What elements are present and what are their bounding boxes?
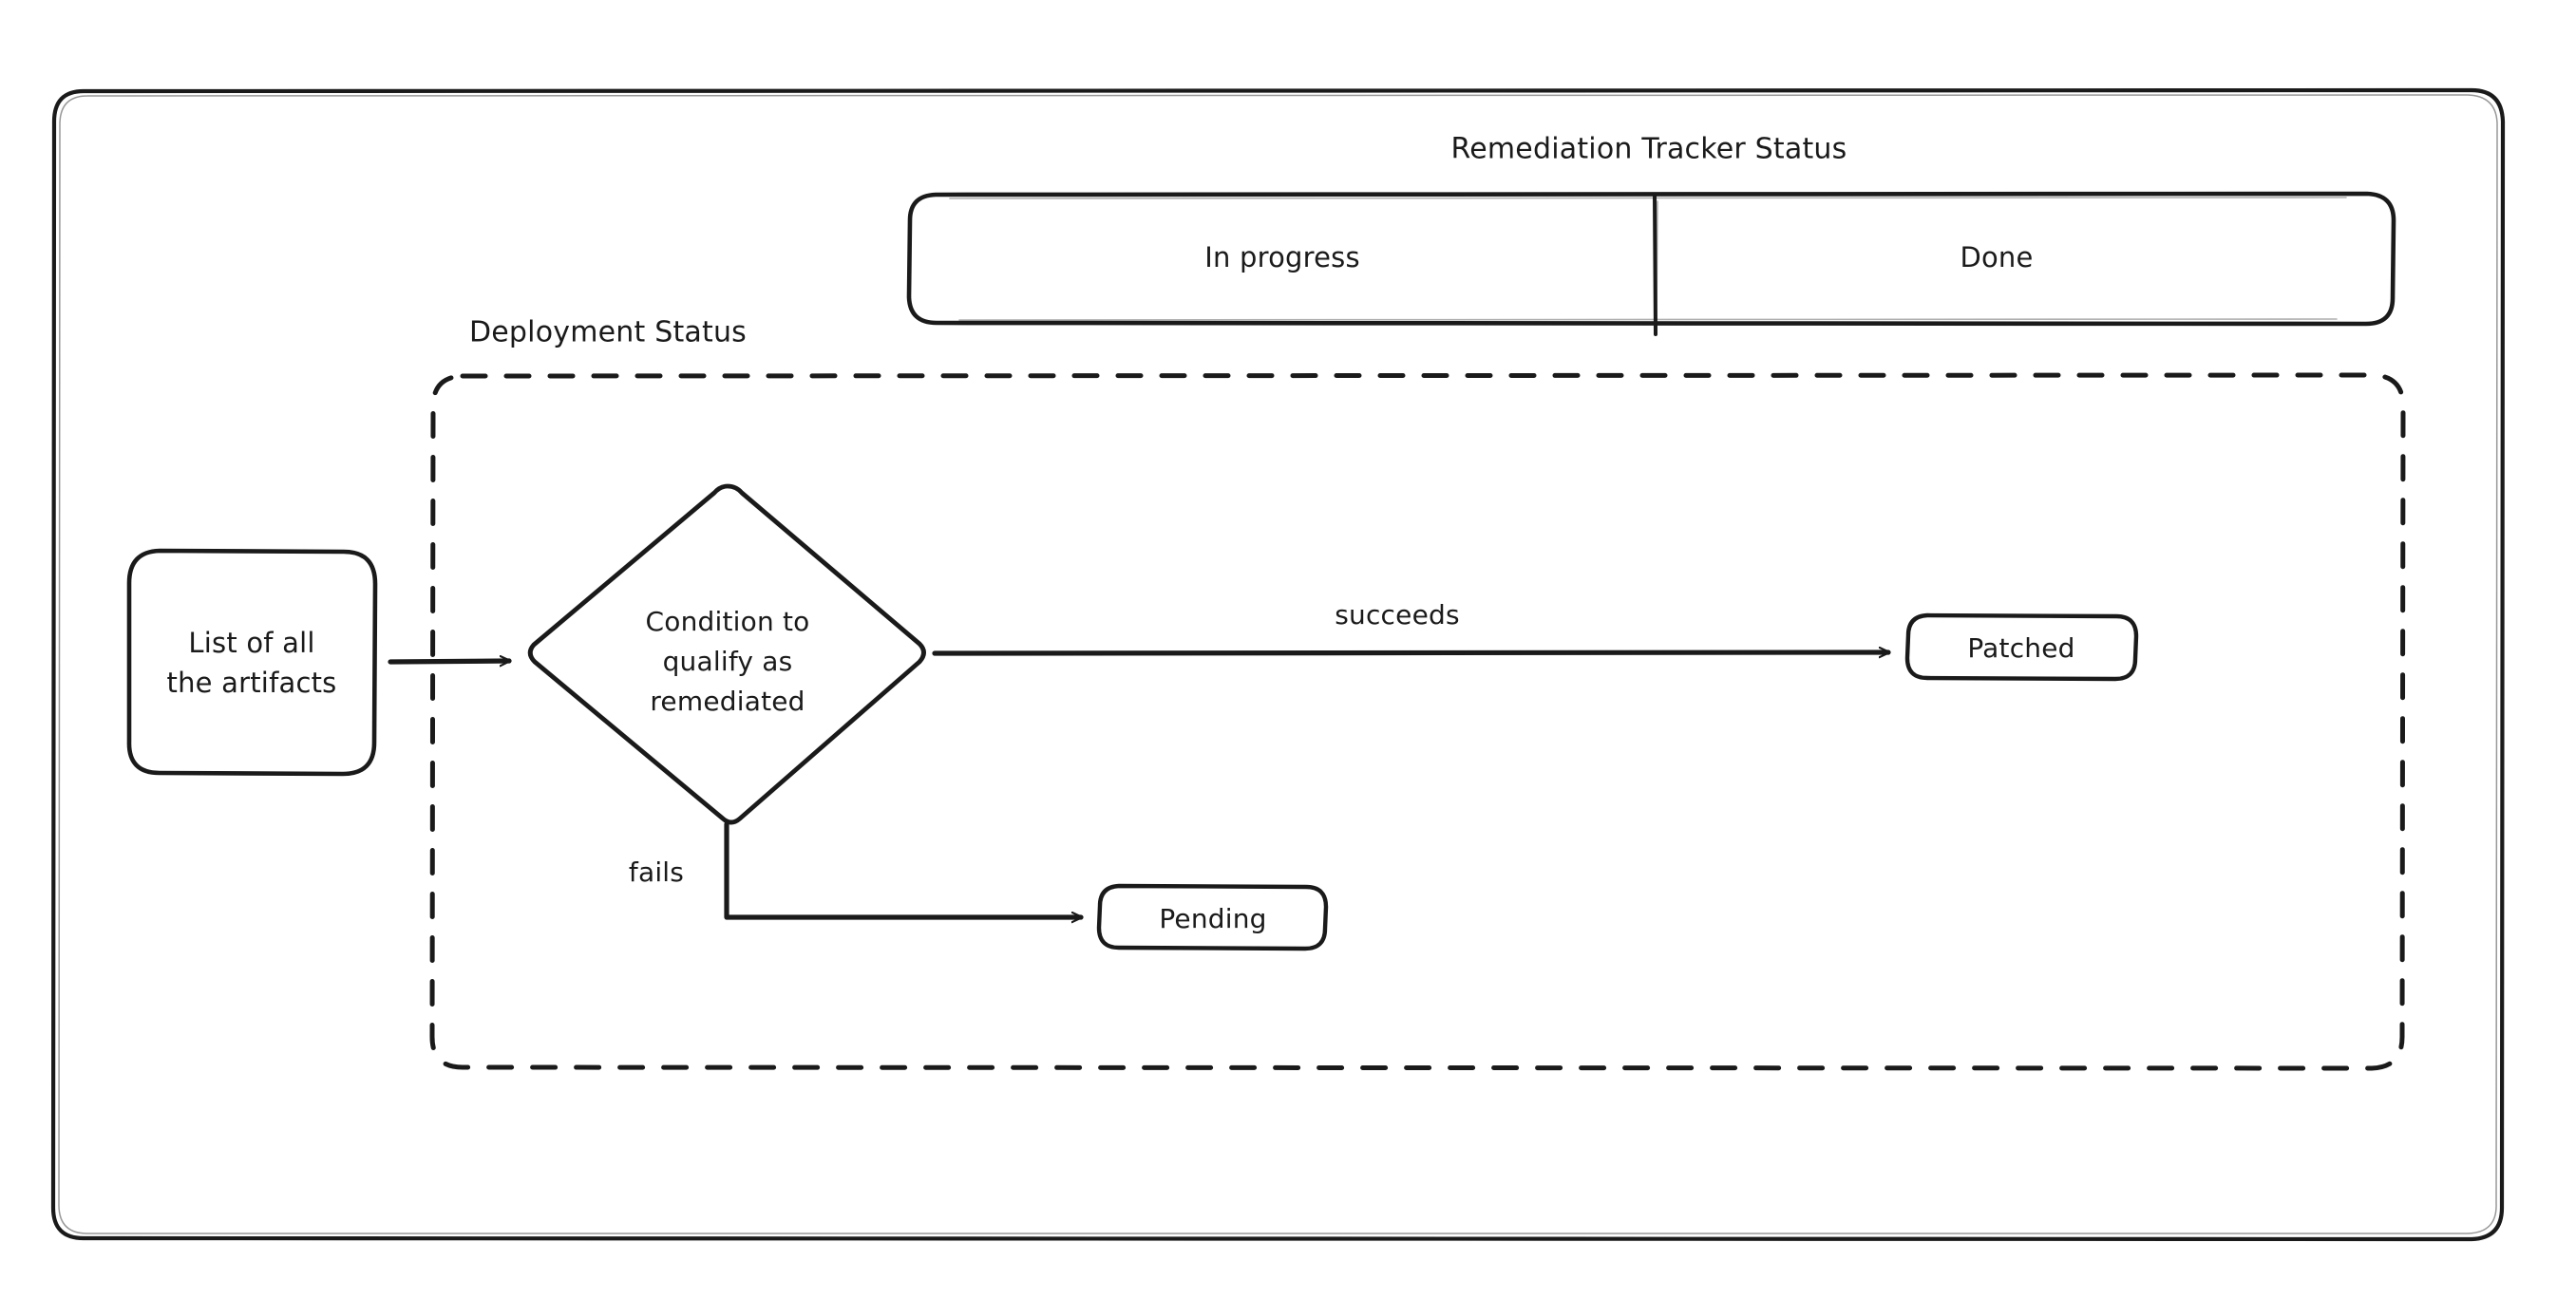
- pending-node-shape: [1096, 883, 1329, 951]
- outer-frame: [50, 87, 2506, 1242]
- deployment-status-container-shape: [429, 372, 2406, 1071]
- edge-condition-to-patched: [932, 652, 1891, 653]
- artifacts-node-shape: [126, 548, 378, 777]
- tracker-status-bar-shape: [906, 191, 2396, 336]
- edge-condition-to-pending: [724, 821, 1084, 917]
- edge-artifacts-to-condition: [388, 661, 512, 662]
- condition-diamond-shape: [527, 483, 926, 825]
- patched-node-shape: [1904, 612, 2139, 682]
